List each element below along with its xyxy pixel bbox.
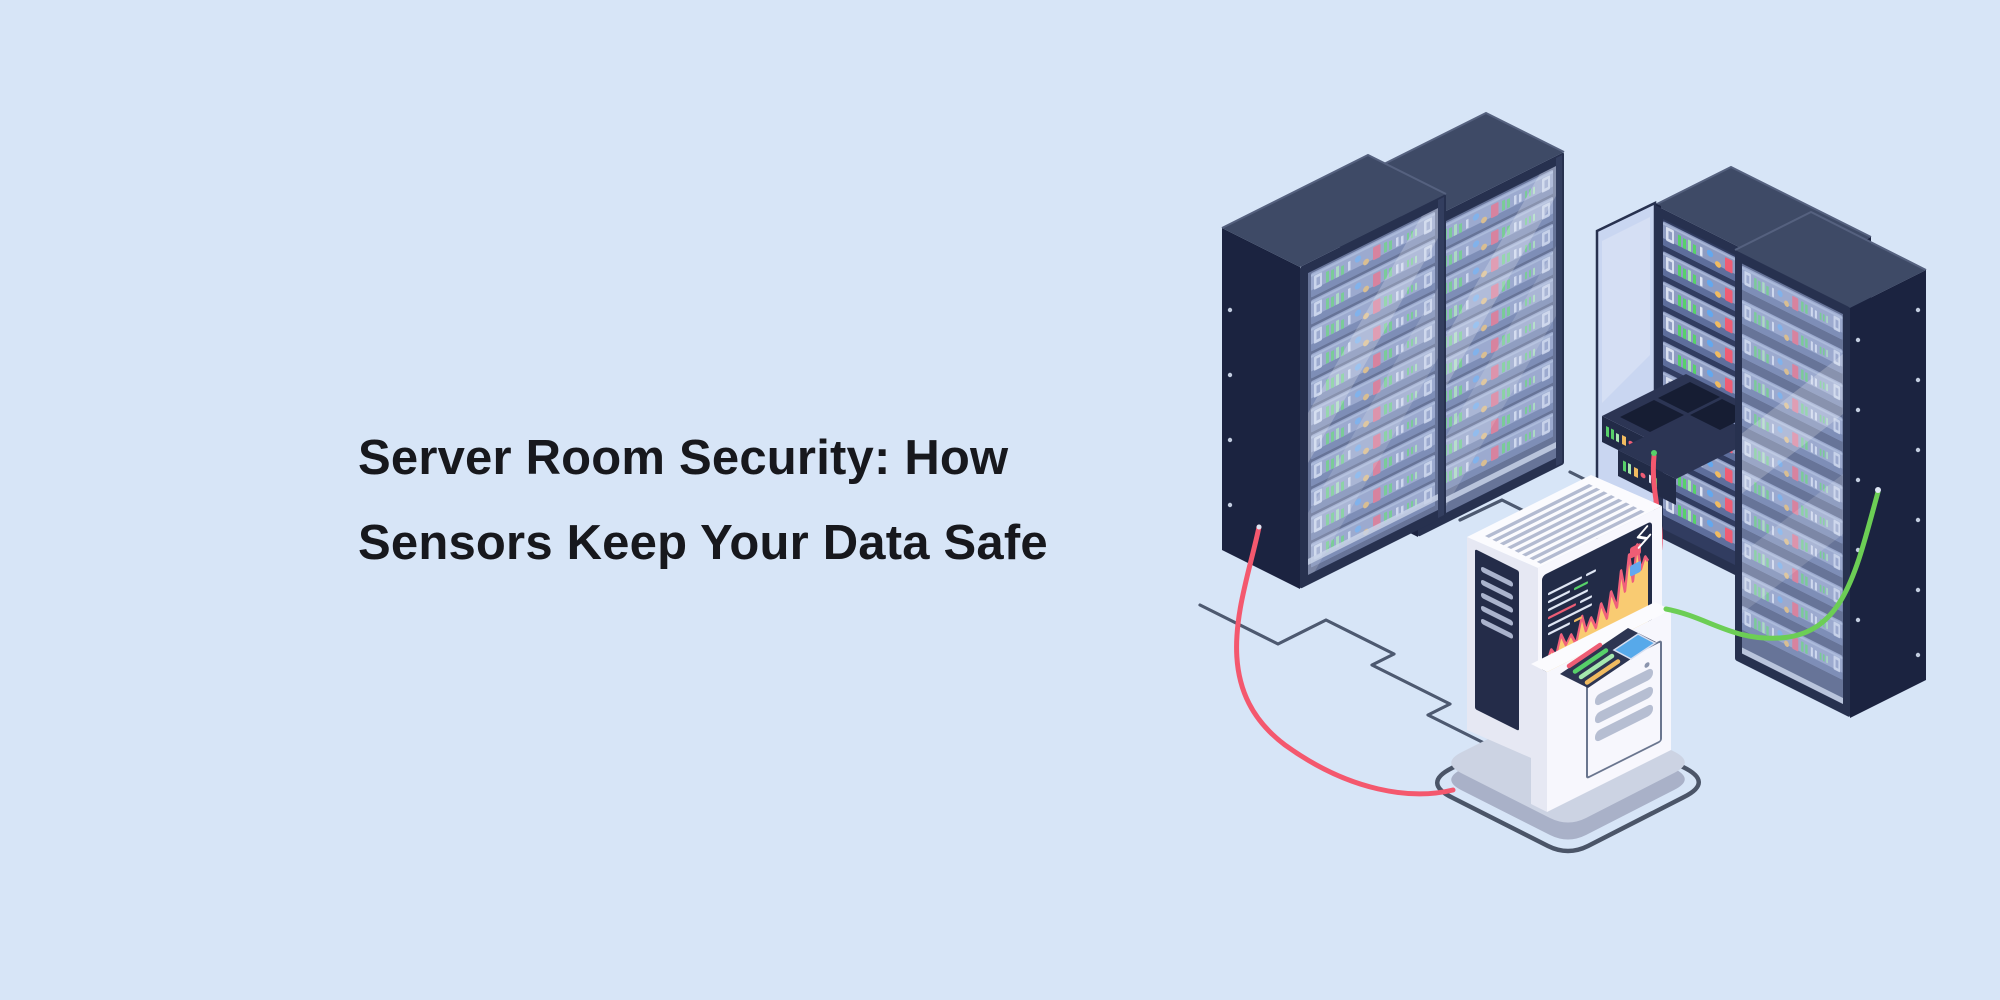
chevron-left-icon [1636,525,1649,540]
monitoring-kiosk [1467,475,1671,812]
title-line-2: Sensors Keep Your Data Safe [358,516,1048,570]
screen-blue-indicator [1630,561,1641,577]
red-cable-rack1 [1234,524,1456,797]
server-rack-2 [1339,111,1565,537]
tray-cable-plug [1651,450,1657,456]
title-line-1: Server Room Security: How [358,431,1009,485]
green-cable [1663,489,1881,641]
page-title: Server Room Security: How Sensors Keep Y… [358,416,1138,586]
kiosk-pedestal [1531,602,1671,812]
server-rack-1 [1221,153,1447,589]
kiosk-top-vents [1485,484,1645,564]
server-rack-4 [1734,210,1927,718]
pulled-out-server-tray [1602,374,1760,505]
server-room-illustration [1150,100,1970,900]
kiosk-side-vent-panel [1475,549,1519,731]
green-cable-plug [1875,487,1881,493]
kiosk-control-console [1560,628,1657,688]
red-cable-plug [1256,524,1262,530]
console-blue-screen [1612,633,1657,660]
server-room-illustration-svg [1198,111,1927,854]
